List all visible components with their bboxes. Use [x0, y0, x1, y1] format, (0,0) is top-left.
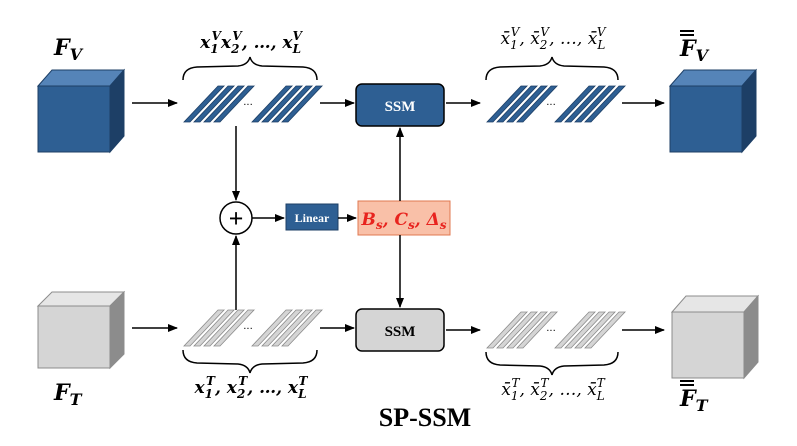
- visual-output-cube: [668, 68, 758, 154]
- svg-text:FV: FV: [679, 36, 710, 65]
- ssm-bottom-label: SSM: [385, 324, 416, 340]
- token-strip-edge: [258, 308, 294, 346]
- token-strip-edge: [258, 84, 294, 122]
- token-strip-edge: [591, 84, 627, 122]
- token-ellipsis: ···: [243, 324, 253, 335]
- token-strip-edge: [278, 84, 314, 122]
- visual-seq-label: x1Vx2V, …, xLV: [199, 29, 303, 56]
- token-strip-edge: [190, 84, 226, 122]
- token-strip-edge: [210, 308, 246, 346]
- visual-input-label: FV: [53, 35, 84, 64]
- token-strip-edge: [503, 84, 539, 122]
- token-strip-edge: [288, 308, 324, 346]
- token-strip-edge: [220, 308, 256, 346]
- thermal-out-seq-brace: [485, 351, 619, 376]
- token-strip-edge: [268, 308, 304, 346]
- token-strip-edge: [200, 84, 236, 122]
- ssm-top-block: SSM: [355, 83, 445, 127]
- token-strip-edge: [513, 84, 549, 122]
- param-block: Bs, Cs, Δs: [357, 200, 451, 236]
- thermal-input-cube: [36, 290, 126, 370]
- token-strip-edge: [581, 84, 617, 122]
- linear-block: Linear: [285, 203, 339, 231]
- thermal-output-token-sequence: ···: [486, 310, 627, 349]
- token-strip-edge: [200, 308, 236, 346]
- token-strip-edge: [571, 310, 607, 348]
- token-strip-edge: [288, 84, 324, 122]
- svg-text:+: +: [229, 204, 244, 233]
- visual-out-seq-brace: [485, 56, 619, 81]
- visual-out-seq-label: x̄̄1V, x̄̄2V, …, x̄̄LV: [500, 25, 606, 52]
- ssm-bottom-block: SSM: [355, 308, 445, 352]
- token-strip-edge: [220, 84, 256, 122]
- token-strip-edge: [591, 310, 627, 348]
- token-ellipsis: ···: [546, 100, 556, 111]
- token-strip-edge: [513, 310, 549, 348]
- token-ellipsis: ···: [546, 326, 556, 337]
- svg-text:Linear: Linear: [295, 211, 330, 225]
- svg-text:FT: FT: [679, 386, 709, 415]
- visual-output-label: FV: [679, 30, 710, 65]
- thermal-token-sequence: ···: [183, 308, 324, 347]
- visual-token-sequence: ···: [183, 84, 324, 123]
- token-strip-edge: [523, 84, 559, 122]
- token-ellipsis: ···: [243, 100, 253, 111]
- token-strip-edge: [523, 310, 559, 348]
- token-strip-edge: [493, 84, 529, 122]
- thermal-input-label: FT: [53, 380, 83, 409]
- visual-seq-brace: [182, 56, 318, 81]
- token-strip-edge: [493, 310, 529, 348]
- ssm-top-label: SSM: [385, 99, 416, 115]
- token-strip-edge: [210, 84, 246, 122]
- thermal-output-cube: [670, 294, 760, 380]
- visual-output-token-sequence: ···: [486, 84, 627, 123]
- thermal-output-label: FT: [679, 380, 709, 415]
- token-strip-edge: [268, 84, 304, 122]
- token-strip-edge: [190, 308, 226, 346]
- token-strip-edge: [278, 308, 314, 346]
- thermal-seq-label: x1T, x2T, …, xLT: [194, 374, 309, 401]
- token-strip-edge: [561, 84, 597, 122]
- token-strip-edge: [571, 84, 607, 122]
- diagram-title: SP-SSM: [379, 403, 471, 432]
- token-strip-edge: [581, 310, 617, 348]
- visual-input-cube: [36, 68, 126, 154]
- token-strip-edge: [503, 310, 539, 348]
- thermal-out-seq-label: x̄̄1T, x̄̄2T, …, x̄̄LT: [501, 376, 606, 403]
- svg-text:Bs, Cs, Δs: Bs, Cs, Δs: [360, 210, 446, 232]
- plus-operator: +: [219, 201, 253, 235]
- thermal-seq-brace: [182, 349, 318, 374]
- token-strip-edge: [561, 310, 597, 348]
